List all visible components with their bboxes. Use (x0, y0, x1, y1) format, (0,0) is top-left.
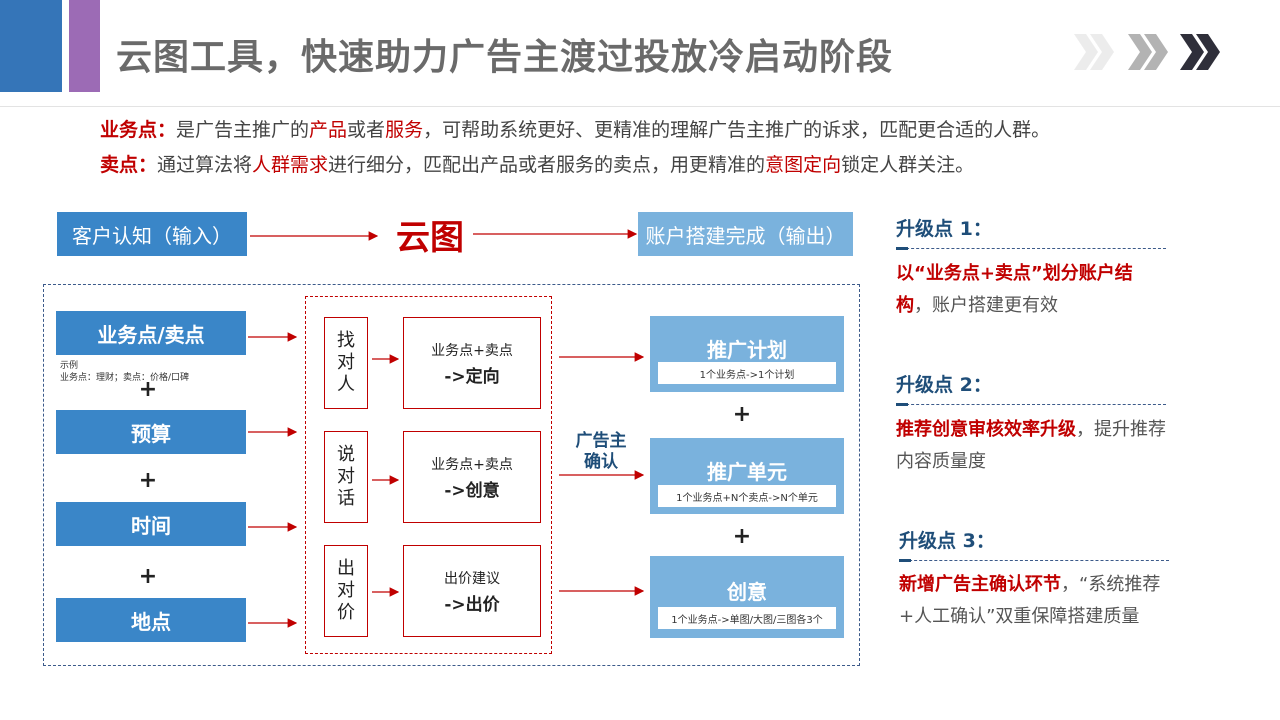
step-tag-char: 说 (337, 444, 355, 465)
upgrade-divider (896, 404, 1166, 405)
step-tag-char: 对 (337, 466, 355, 487)
step-tag-find-audience: 找对人 (324, 317, 368, 409)
header-divider (0, 106, 1280, 107)
intro-label: 卖点： (100, 154, 158, 176)
header-purple-bar (69, 0, 100, 92)
upgrade-rest: ，提升推荐内容质量度 (896, 419, 1166, 472)
upgrade-text: 新增广告主确认环节，“系统推荐+人工确认”双重保障搭建质量 (899, 569, 1169, 633)
plus-sign: + (732, 524, 752, 549)
budget-box: 预算 (56, 410, 246, 454)
upgrade-heading: 升级点 3： (899, 530, 995, 552)
upgrade-divider-tick (896, 247, 908, 250)
step-line1: 业务点+卖点 (431, 342, 513, 359)
upgrade-divider-tick (899, 559, 911, 562)
step-line1: 出价建议 (444, 570, 500, 587)
intro-highlight: 产品 (309, 119, 348, 141)
step-line2: ->出价 (444, 594, 500, 615)
upgrade-divider-tick (896, 403, 908, 406)
step-tag-char: 话 (337, 488, 355, 509)
plus-sign: + (732, 402, 752, 427)
page-title: 云图工具，快速助力广告主渡过投放冷启动阶段 (116, 37, 894, 78)
upgrade-rest: ，“系统推荐+人工确认”双重保障搭建质量 (899, 574, 1161, 627)
intro-text: 进行细分，匹配出产品或者服务的卖点，用更精准的 (328, 154, 766, 176)
intro-selling-point: 卖点：通过算法将人群需求进行细分，匹配出产品或者服务的卖点，用更精准的意图定向锁… (100, 150, 974, 177)
step-line2: ->定向 (444, 366, 500, 387)
intro-highlight: 服务 (385, 119, 424, 141)
result-subtitle: 1个业务点+N个卖点->N个单元 (658, 485, 836, 507)
plus-sign: + (138, 564, 158, 589)
step-tag-say-message: 说对话 (324, 431, 368, 523)
step-line2: ->创意 (444, 480, 500, 501)
intro-text: 锁定人群关注。 (841, 154, 975, 176)
result-creative-box: 创意 1个业务点->单图/大图/三图各3个 (650, 556, 844, 638)
result-subtitle: 1个业务点->单图/大图/三图各3个 (658, 607, 836, 629)
upgrade-highlight: 推荐创意审核效率升级 (896, 419, 1076, 440)
step-tag-set-bid: 出对价 (324, 545, 368, 637)
upgrade-highlight: 以“业务点+卖点”划分账户结构 (896, 263, 1133, 316)
result-subtitle: 1个业务点->1个计划 (658, 362, 836, 384)
yuntu-label: 云图 (396, 218, 464, 258)
business-selling-point-box: 业务点/卖点 (56, 311, 246, 355)
step-box-bidding: 出价建议 ->出价 (403, 545, 541, 637)
result-title: 创意 (727, 580, 767, 604)
step-tag-char: 价 (337, 602, 355, 623)
chevron-right-icon (1128, 34, 1168, 70)
intro-text: 通过算法将 (157, 154, 253, 176)
output-box: 账户搭建完成（输出） (638, 212, 853, 256)
upgrade-rest: ，账户搭建更有效 (914, 295, 1058, 316)
upgrade-highlight: 新增广告主确认环节 (899, 574, 1061, 595)
step-tag-char: 找 (337, 330, 355, 351)
example-text: 业务点：理财；卖点：价格/口碑 (60, 373, 190, 383)
input-box: 客户认知（输入） (57, 212, 247, 256)
upgrade-heading: 升级点 1： (896, 218, 992, 240)
upgrade-heading: 升级点 2： (896, 374, 992, 396)
header-blue-bar (0, 0, 62, 92)
intro-highlight: 人群需求 (252, 154, 329, 176)
intro-label: 业务点： (100, 119, 177, 141)
advertiser-confirm-label: 广告主确认 (575, 431, 627, 472)
intro-business-point: 业务点：是广告主推广的产品或者服务，可帮助系统更好、更精准的理解广告主推广的诉求… (100, 115, 1050, 142)
chevron-right-icon (1074, 34, 1114, 70)
step-tag-char: 出 (337, 558, 355, 579)
intro-text: ，可帮助系统更好、更精准的理解广告主推广的诉求，匹配更合适的人群。 (423, 119, 1051, 141)
plus-sign: + (138, 377, 158, 402)
chevron-right-icon (1180, 34, 1220, 70)
example-title: 示例 (60, 361, 79, 371)
upgrade-text: 推荐创意审核效率升级，提升推荐内容质量度 (896, 414, 1166, 478)
result-title: 推广计划 (707, 338, 787, 362)
step-box-targeting: 业务点+卖点 ->定向 (403, 317, 541, 409)
result-campaign-box: 推广计划 1个业务点->1个计划 (650, 316, 844, 392)
upgrade-text: 以“业务点+卖点”划分账户结构，账户搭建更有效 (896, 258, 1166, 322)
upgrade-divider (899, 560, 1169, 561)
step-tag-char: 对 (337, 352, 355, 373)
steps-panel (305, 296, 552, 654)
step-tag-char: 对 (337, 580, 355, 601)
process-panel (43, 284, 860, 666)
example-note: 示例 业务点：理财；卖点：价格/口碑 (60, 360, 189, 384)
time-box: 时间 (56, 502, 246, 546)
upgrade-divider (896, 248, 1166, 249)
step-tag-char: 人 (337, 374, 355, 395)
location-box: 地点 (56, 598, 246, 642)
plus-sign: + (138, 468, 158, 493)
intro-highlight: 意图定向 (765, 154, 842, 176)
intro-text: 是广告主推广的 (176, 119, 310, 141)
result-ad-group-box: 推广单元 1个业务点+N个卖点->N个单元 (650, 438, 844, 514)
result-title: 推广单元 (707, 460, 787, 484)
step-box-creative: 业务点+卖点 ->创意 (403, 431, 541, 523)
step-line1: 业务点+卖点 (431, 456, 513, 473)
intro-text: 或者 (347, 119, 386, 141)
